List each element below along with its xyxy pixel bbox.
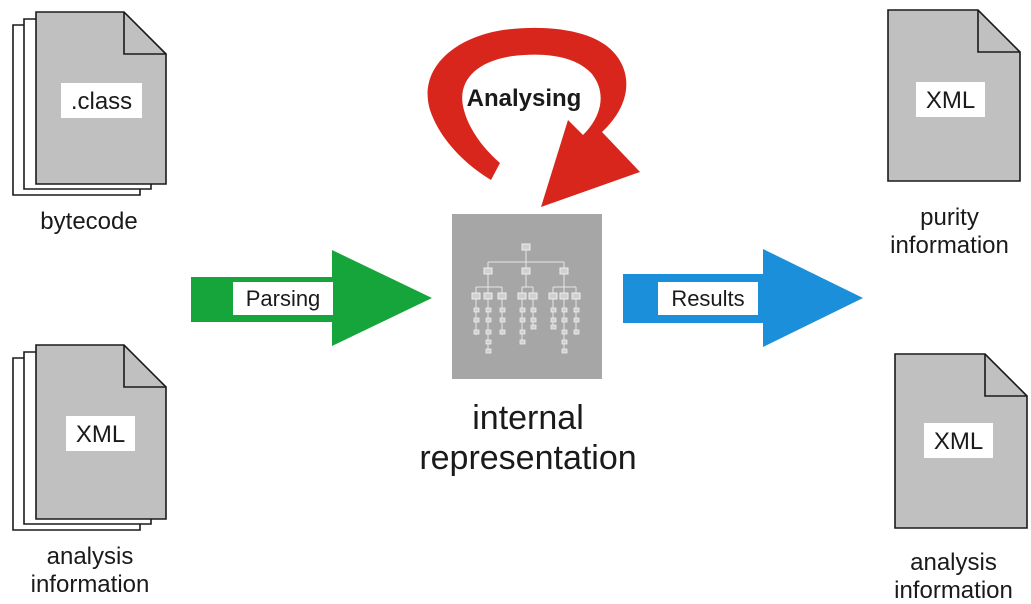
tree-structure-nodes — [471, 243, 581, 300]
purity-output-document: XML — [887, 9, 1021, 182]
document-tag-box — [61, 83, 142, 118]
caption-line: analysis — [910, 549, 997, 576]
arrow-label-box — [233, 282, 333, 315]
analysis-output-caption: analysis information — [876, 549, 1031, 604]
bytecode-caption: bytecode — [12, 208, 166, 236]
loop-arrow-icon — [427, 27, 640, 207]
analysis-output-document: XML — [894, 353, 1028, 529]
document-fold — [984, 354, 1027, 397]
bytecode-document-stack: .class — [12, 11, 167, 196]
results-label: Results — [671, 286, 744, 311]
document-tag-label: .class — [71, 88, 132, 115]
parsing-label: Parsing — [246, 286, 321, 311]
internal-representation-caption: internal representation — [417, 398, 639, 478]
document-tag-label: XML — [76, 421, 125, 448]
purity-output-caption: purity information — [868, 204, 1031, 259]
document-tag-label: XML — [934, 428, 983, 455]
bytecode-caption-text: bytecode — [40, 208, 138, 235]
document-tag-box — [916, 82, 985, 117]
document-fold — [123, 345, 166, 388]
caption-line: information — [894, 576, 1013, 604]
document-fold — [123, 12, 166, 55]
tree-structure-leaf-nodes — [473, 307, 580, 354]
caption-line: purity — [920, 204, 979, 231]
caption-line: internal — [472, 399, 584, 437]
document-tag-label: XML — [926, 87, 975, 114]
analysis-input-caption: analysis information — [0, 543, 180, 598]
document-tag-box — [66, 416, 135, 451]
analysing-label: Analysing — [467, 85, 582, 112]
analysing-loop-arrow: Analysing — [427, 27, 640, 207]
caption-line: representation — [419, 439, 637, 478]
caption-line: information — [890, 231, 1009, 259]
internal-representation-box — [452, 214, 602, 379]
document-tag-box — [924, 423, 993, 458]
caption-line: analysis — [46, 543, 134, 570]
analysis-input-document-stack: XML — [12, 344, 167, 531]
results-arrow: Results — [623, 249, 863, 347]
parsing-arrow: Parsing — [191, 250, 432, 346]
caption-line: information — [30, 570, 150, 598]
arrow-label-box — [658, 282, 758, 315]
document-fold — [977, 10, 1020, 53]
